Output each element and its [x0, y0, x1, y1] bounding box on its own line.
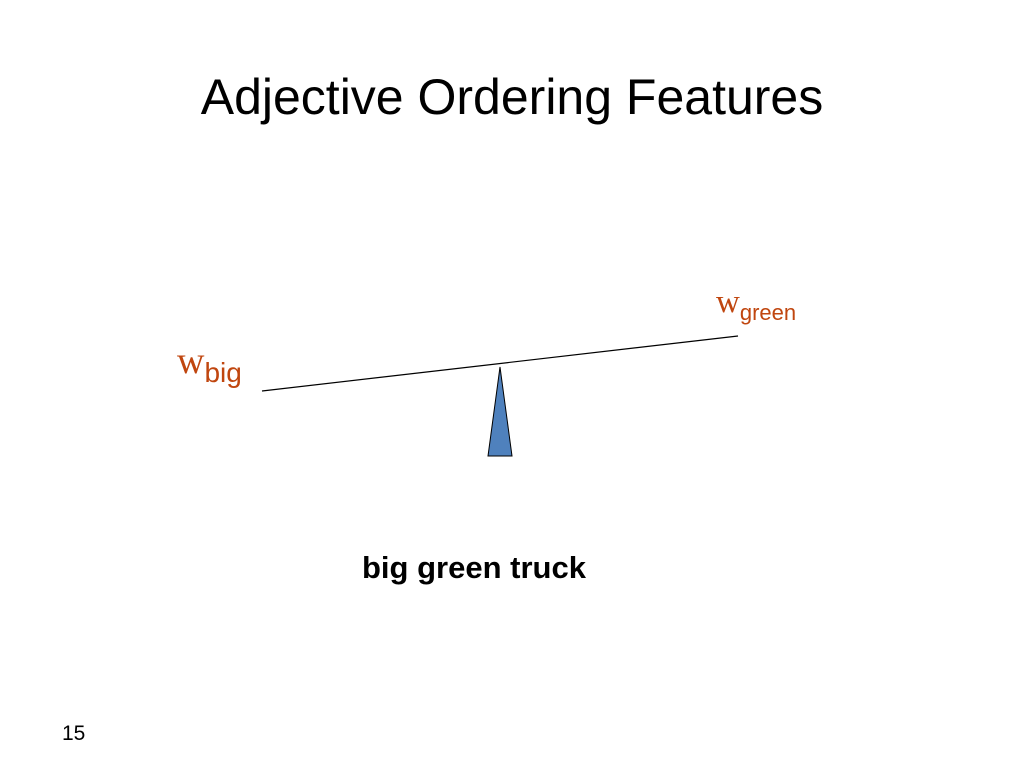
page-number: 15 [62, 722, 86, 745]
fulcrum-triangle [487, 366, 513, 457]
weight-subscript: green [739, 300, 797, 325]
balance-beam [261, 335, 739, 392]
weight-label-big: wbig [177, 339, 242, 388]
weight-symbol: w [716, 284, 740, 320]
slide-title: Adjective Ordering Features [200, 69, 824, 125]
weight-subscript: big [204, 357, 242, 388]
example-phrase: big green truck [362, 550, 586, 585]
weight-label-green: wgreen [716, 282, 797, 325]
weight-symbol: w [177, 340, 205, 382]
